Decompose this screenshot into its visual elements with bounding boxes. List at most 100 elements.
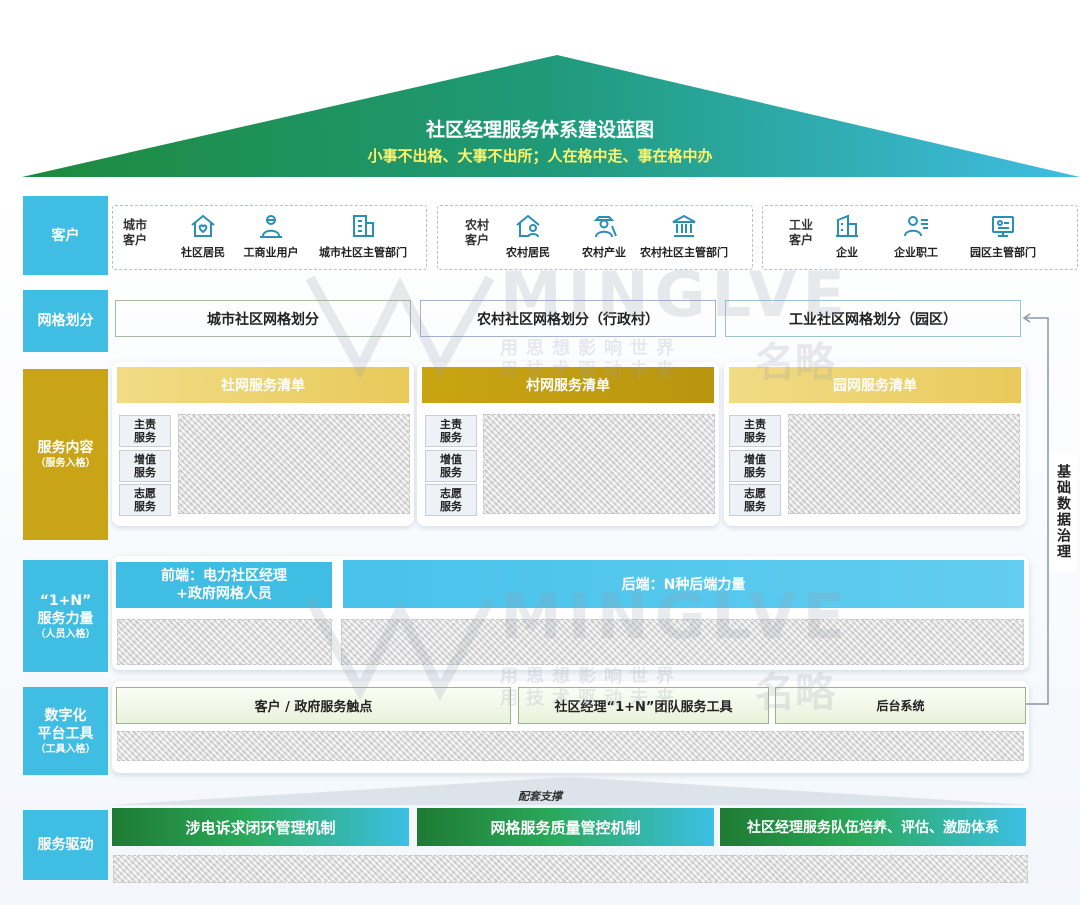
customer-item: 园区主管部门 [959, 212, 1047, 260]
data-governance-connector [1022, 313, 1049, 705]
row-label-text: 服务力量 [37, 610, 94, 627]
row-label-sub: （服务入格） [35, 458, 96, 469]
row-label-services: 服务内容 （服务入格） [23, 369, 108, 540]
data-governance-label: 基础数据治理 [1055, 464, 1071, 560]
customer-item: 农村社区主管部门 [634, 212, 734, 260]
enterprise-building-icon [836, 214, 858, 237]
row-label-text: 服务驱动 [37, 837, 94, 853]
tool-label: 客户 / 政府服务触点 [254, 700, 373, 715]
farmer-icon [593, 216, 617, 238]
watermark-slogan: 用技术驱动未来 [500, 360, 682, 381]
watermark-cn: 名略 [755, 340, 835, 386]
customer-item-label: 农村产业 [582, 246, 626, 259]
drive-mechanism-1: 涉电诉求闭环管理机制 [112, 808, 409, 846]
service-list-title: 园网服务清单 [833, 378, 917, 394]
customer-item: 农村居民 [502, 212, 554, 260]
grid-division-rural: 农村社区网格划分（行政村） [420, 300, 716, 337]
service-tag-value-added: 增值 服务 [729, 450, 781, 482]
grid-division-label: 城市社区网格划分 [207, 311, 319, 328]
service-detail-rural [483, 414, 715, 514]
front-end-detail [117, 619, 332, 665]
row-label-text: “1+N” [39, 592, 92, 609]
row-label-text: 网格划分 [37, 313, 94, 329]
grid-division-industrial: 工业社区网格划分（园区） [725, 300, 1021, 337]
customer-item: 城市社区主管部门 [311, 212, 415, 260]
row-label-customers: 客户 [23, 196, 108, 275]
customer-item-label: 农村居民 [506, 246, 550, 259]
support-triangle [110, 777, 1030, 805]
tool-label: 后台系统 [876, 699, 925, 713]
customer-item-label: 企业 [836, 246, 858, 259]
drive-mechanism-3: 社区经理服务队伍培养、评估、激励体系 [720, 808, 1026, 846]
tool-team-service: 社区经理“1+N”团队服务工具 [518, 687, 769, 724]
customer-group-title: 城市 客户 [123, 218, 148, 247]
tool-service-touchpoint: 客户 / 政府服务触点 [116, 687, 511, 724]
house-person-icon [516, 214, 540, 238]
service-tag-primary: 主责 服务 [425, 415, 477, 447]
watermark-logo [305, 597, 495, 701]
service-list-title: 社网服务清单 [221, 378, 305, 394]
service-tag-primary: 主责 服务 [729, 415, 781, 447]
service-tag-volunteer: 志愿 服务 [425, 484, 477, 516]
government-icon [672, 214, 696, 237]
grid-division-label: 工业社区网格划分（园区） [789, 311, 957, 328]
customer-item-label: 企业职工 [894, 246, 938, 259]
customer-group-title: 农村 客户 [465, 218, 490, 247]
customer-item: 社区居民 [175, 212, 231, 260]
support-label: 配套支撑 [518, 790, 562, 803]
service-tag-volunteer: 志愿 服务 [119, 484, 171, 516]
watermark-brand: MINGLVE [500, 258, 851, 331]
row-label-text: 平台工具 [37, 725, 94, 742]
watermark-logo [305, 275, 495, 379]
service-list-title: 村网服务清单 [526, 378, 610, 394]
service-tag-value-added: 增值 服务 [425, 450, 477, 482]
customer-item: 工商业用户 [238, 212, 304, 260]
back-end-detail [341, 619, 1024, 665]
watermark-slogan: 用思想影响世界 [500, 666, 682, 687]
row-label-forces: “1+N” 服务力量 （人员入格） [23, 560, 108, 672]
service-list-industrial: 园网服务清单 [729, 367, 1021, 403]
roof-banner [22, 55, 1080, 177]
customer-item-label: 社区居民 [181, 246, 225, 259]
page-subtitle: 小事不出格、大事不出所；人在格中走、事在格中办 [367, 147, 713, 165]
service-tag-volunteer: 志愿 服务 [729, 484, 781, 516]
row-label-text: 客户 [51, 227, 80, 244]
watermark-slogan: 用技术驱动未来 [500, 688, 682, 709]
tool-label: 社区经理“1+N”团队服务工具 [554, 700, 733, 715]
watermark-brand: MINGLVE [500, 580, 851, 653]
row-label-drive: 服务驱动 [23, 810, 108, 880]
customer-item: 企业 [827, 212, 867, 260]
back-end-force: 后端：N种后端力量 [343, 560, 1024, 608]
drive-mechanism-2: 网格服务质量管控机制 [417, 808, 714, 846]
grid-division-label: 农村社区网格划分（行政村） [477, 311, 659, 328]
office-building-icon [353, 215, 374, 237]
customer-item-label: 城市社区主管部门 [319, 246, 407, 259]
house-heart-icon [191, 214, 215, 237]
customer-item-label: 园区主管部门 [970, 246, 1036, 259]
customer-group-rural: 农村 客户 农村居民 农村产业 农村社区主管部门 [437, 205, 753, 270]
drive-label: 网格服务质量管控机制 [490, 818, 641, 837]
service-detail-urban [178, 414, 410, 514]
park-admin-icon [992, 216, 1014, 237]
customer-item-label: 工商业用户 [243, 246, 299, 259]
customer-item-label: 农村社区主管部门 [640, 246, 728, 259]
customer-group-urban: 城市 客户 社区居民 工商业用户 城市社区主管部门 [112, 205, 427, 270]
service-list-urban: 社网服务清单 [117, 367, 409, 403]
tool-backend-system: 后台系统 [775, 687, 1026, 724]
customer-item: 农村产业 [578, 212, 630, 260]
row-label-text: 服务内容 [37, 440, 94, 456]
page-title: 社区经理服务体系建设蓝图 [425, 119, 654, 141]
back-end-force-label: 后端：N种后端力量 [621, 577, 746, 593]
grid-division-urban: 城市社区网格划分 [115, 300, 411, 337]
row-label-grid: 网格划分 [23, 290, 108, 352]
worker-icon [260, 215, 282, 238]
drive-label: 社区经理服务队伍培养、评估、激励体系 [747, 820, 999, 836]
row-label-sub: （工具入格） [35, 743, 96, 755]
customer-group-industrial: 工业 客户 企业 企业职工 园区主管部门 [762, 205, 1078, 270]
data-governance-label-box: 基础数据治理 [1049, 452, 1077, 572]
row-label-text: 数字化 [44, 707, 87, 724]
customer-item: 企业职工 [885, 212, 947, 260]
front-end-force: 前端：电力社区经理 +政府网格人员 [116, 562, 332, 608]
row-label-sub: （人员入格） [35, 628, 96, 640]
drive-detail [113, 855, 1028, 883]
